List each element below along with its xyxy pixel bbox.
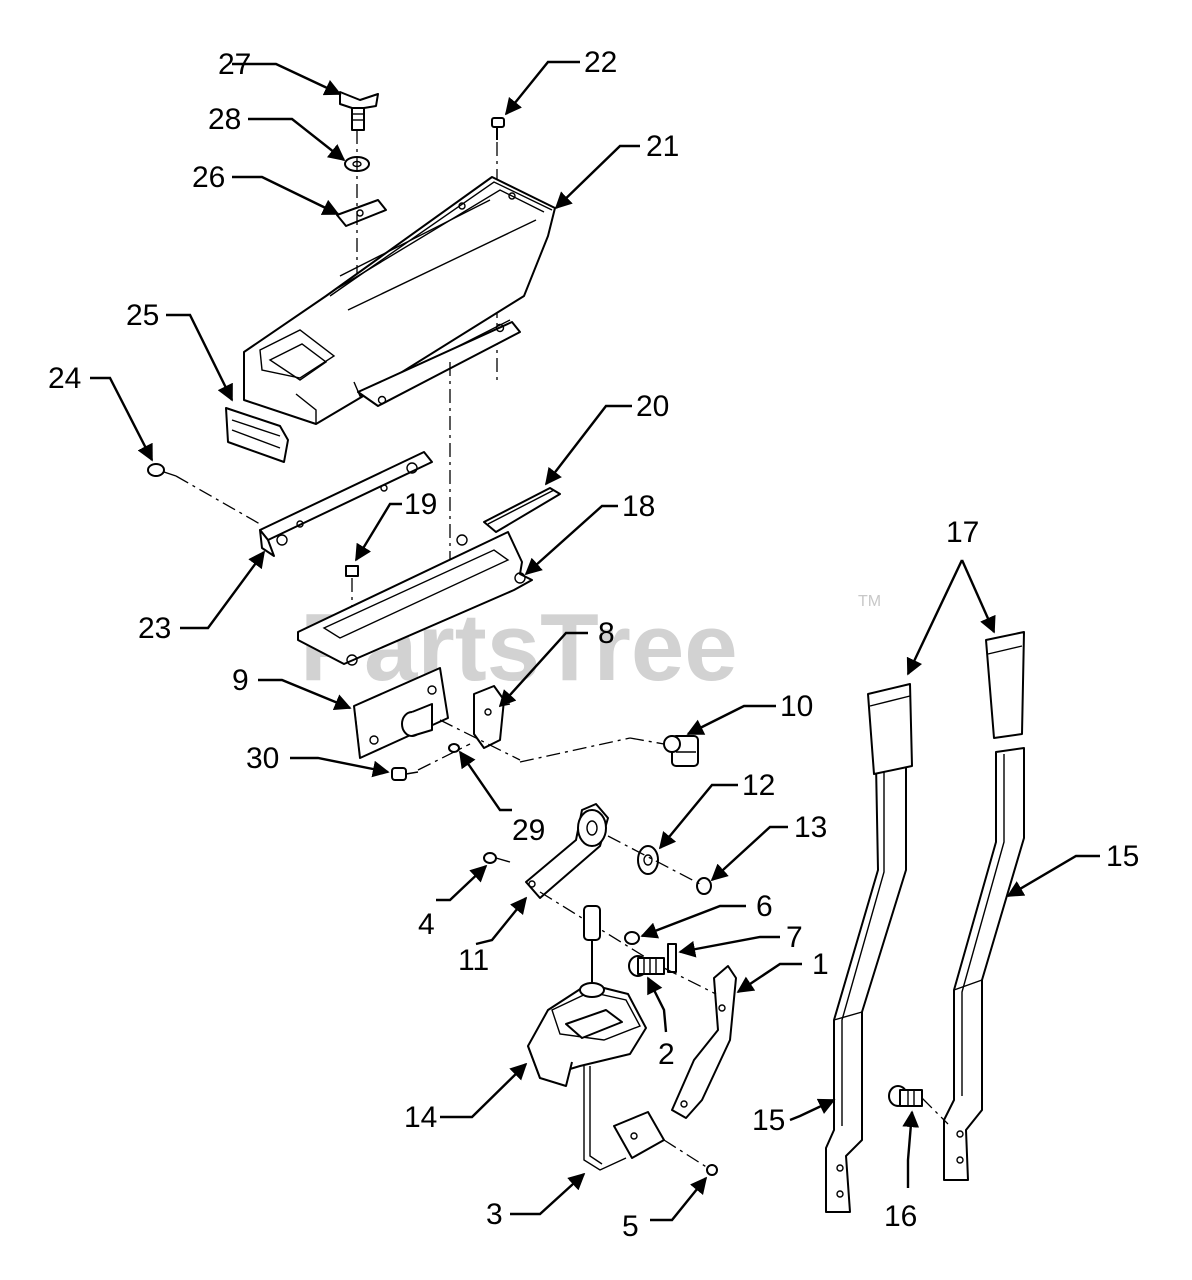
handle-15-right xyxy=(943,747,1025,1181)
washer-6 xyxy=(624,931,640,945)
callout-leaders xyxy=(90,60,1100,1222)
callout-4: 4 xyxy=(418,908,435,941)
console-cover-21 xyxy=(243,176,556,425)
callout-28: 28 xyxy=(208,103,241,136)
callout-17: 17 xyxy=(946,516,979,549)
callout-labels: 27 28 26 22 21 25 24 20 19 18 23 8 9 10 … xyxy=(48,46,1139,1243)
callout-27: 27 xyxy=(218,48,251,81)
parts-artwork xyxy=(147,91,1025,1213)
gate-14 xyxy=(527,982,647,1087)
spacer-20 xyxy=(483,487,561,533)
callout-15-right: 15 xyxy=(1106,840,1139,873)
callout-11: 11 xyxy=(458,944,489,977)
pin-4 xyxy=(483,852,511,864)
handle-15-left xyxy=(825,755,907,1213)
callout-29: 29 xyxy=(512,814,545,847)
callout-16: 16 xyxy=(884,1200,917,1233)
shift-rod xyxy=(583,905,601,985)
callout-22: 22 xyxy=(584,46,617,79)
screw-22 xyxy=(491,117,505,128)
pin-7 xyxy=(667,943,677,973)
callout-21: 21 xyxy=(646,130,679,163)
callout-10: 10 xyxy=(780,690,813,723)
wing-knob-27 xyxy=(339,91,379,131)
callout-2: 2 xyxy=(658,1038,675,1071)
bolt-2 xyxy=(628,955,665,977)
callout-12: 12 xyxy=(742,769,775,802)
lens-25 xyxy=(225,407,289,463)
callout-7: 7 xyxy=(786,921,803,954)
bracket-8 xyxy=(473,685,511,749)
grip-17-right xyxy=(985,631,1025,739)
lever-arm-11 xyxy=(525,803,609,899)
mounting-plate-9 xyxy=(353,667,449,759)
callout-19: 19 xyxy=(404,488,437,521)
callout-6: 6 xyxy=(756,890,773,923)
plate-26 xyxy=(336,199,387,227)
screw-30 xyxy=(391,767,419,781)
screw-19 xyxy=(345,565,359,577)
watermark-trademark: TM xyxy=(858,593,881,610)
callout-18: 18 xyxy=(622,490,655,523)
clip-13 xyxy=(696,877,712,895)
bolt-16 xyxy=(888,1085,949,1125)
callout-1: 1 xyxy=(812,948,829,981)
slotted-plate-18 xyxy=(297,531,533,666)
pin-5 xyxy=(663,1139,718,1176)
callout-3: 3 xyxy=(486,1198,503,1231)
callout-20: 20 xyxy=(636,390,669,423)
callout-30: 30 xyxy=(246,742,279,775)
grip-17-left xyxy=(867,683,913,775)
callout-5: 5 xyxy=(622,1210,639,1243)
callout-14: 14 xyxy=(404,1101,437,1134)
washer-12 xyxy=(637,845,659,875)
callout-8: 8 xyxy=(598,617,615,650)
rod-3 xyxy=(583,1066,665,1171)
link-1 xyxy=(671,965,737,1119)
callout-9: 9 xyxy=(232,664,249,697)
callout-23: 23 xyxy=(138,612,171,645)
washer-29 xyxy=(448,743,460,753)
callout-25: 25 xyxy=(126,299,159,332)
callout-13: 13 xyxy=(794,811,827,844)
rail-bracket-23 xyxy=(259,451,433,557)
callout-24: 24 xyxy=(48,362,81,395)
bolt-10 xyxy=(663,735,699,767)
callout-26: 26 xyxy=(192,161,225,194)
callout-15-left: 15 xyxy=(752,1104,785,1137)
screw-24 xyxy=(147,463,177,477)
